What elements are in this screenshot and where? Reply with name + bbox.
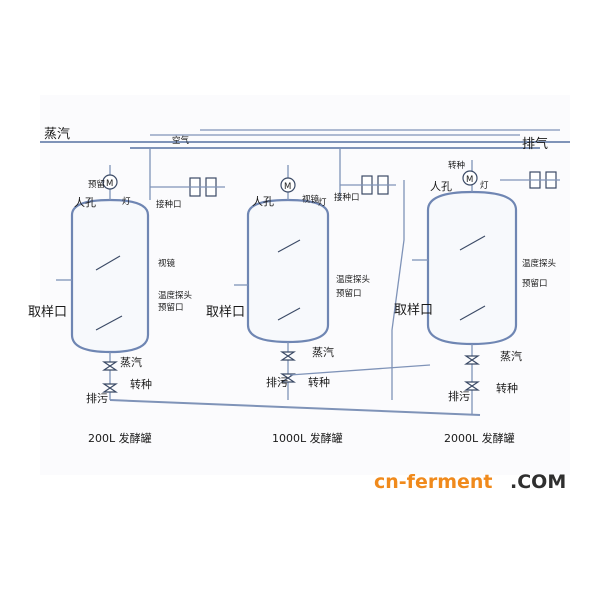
svg-text:M: M — [284, 182, 291, 192]
transfer-label: 转种 — [130, 377, 152, 391]
tank-200l-group: M — [56, 148, 225, 400]
site-logo: cn-ferment .COM — [374, 471, 566, 493]
manhole-label: 人孔 — [252, 195, 274, 208]
inoculation-port-label: 接种口 — [156, 199, 182, 210]
drain-label: 排污 — [266, 375, 288, 389]
steam-main-label: 蒸汽 — [44, 127, 70, 142]
lamp-label: 灯 — [480, 180, 489, 191]
valve-icon — [464, 355, 480, 365]
bottom-collector-pipe — [109, 399, 481, 416]
logo-prefix: cn-ferment — [374, 471, 493, 493]
lamp-label: 灯 — [318, 197, 327, 208]
manhole-label: 人孔 — [74, 196, 96, 209]
agitator-mark — [459, 235, 486, 251]
temp-probe-label: 温度探头 — [336, 274, 371, 285]
valve-icon — [280, 351, 296, 361]
agitator-mark — [459, 305, 486, 321]
tank-name-label: 2000L 发酵罐 — [444, 431, 515, 445]
tank-200l — [70, 198, 150, 354]
lamp-label: 灯 — [122, 196, 131, 207]
sight-glass-small-label: 视镜 — [302, 194, 320, 205]
logo-suffix: .COM — [510, 471, 566, 493]
transfer-label: 转种 — [496, 381, 518, 395]
valve-icon — [280, 373, 296, 383]
reserve-port-label: 预留口 — [158, 302, 184, 313]
tank-name-label: 1000L 发酵罐 — [272, 431, 343, 445]
reserve-label: 预留 — [88, 179, 105, 190]
header-pipes — [40, 129, 570, 149]
tank-1000l-group: M — [234, 148, 396, 400]
reserve-port-label: 预留口 — [522, 278, 548, 289]
exhaust-label: 排气 — [522, 136, 548, 152]
valve-icon — [102, 383, 118, 393]
sampling-port-label: 取样口 — [28, 305, 67, 320]
inoculation-port-label: 接种口 — [334, 192, 360, 203]
sampling-port-label: 取样口 — [206, 305, 245, 320]
valve-icon — [464, 381, 480, 391]
transfer-top-label: 转种 — [448, 160, 465, 171]
drain-label: 排污 — [448, 389, 470, 403]
transfer-pipe — [391, 180, 405, 400]
svg-text:M: M — [466, 175, 473, 185]
valve-icon — [102, 361, 118, 371]
transfer-link-pipe — [289, 364, 431, 376]
steam-label: 蒸汽 — [120, 355, 142, 369]
steam-label: 蒸汽 — [500, 349, 522, 363]
svg-text:M: M — [106, 179, 113, 189]
manhole-label: 人孔 — [430, 180, 452, 193]
temp-probe-label: 温度探头 — [158, 290, 193, 301]
tank-name-label: 200L 发酵罐 — [88, 431, 152, 445]
air-label: 空气 — [172, 135, 190, 146]
agitator-mark — [95, 255, 121, 271]
agitator-mark — [277, 239, 301, 253]
temp-probe-label: 温度探头 — [522, 258, 557, 269]
drain-label: 排污 — [86, 391, 108, 405]
agitator-mark — [277, 307, 301, 321]
steam-label: 蒸汽 — [312, 345, 334, 359]
sampling-port-label: 取样口 — [394, 303, 433, 318]
sight-glass-label: 视镜 — [158, 258, 176, 269]
tank-2000l — [426, 190, 518, 346]
tank-1000l — [246, 198, 330, 344]
agitator-mark — [95, 315, 123, 331]
reserve-port-label: 预留口 — [336, 288, 362, 299]
motor-icon — [280, 177, 296, 193]
motor-icon — [462, 170, 478, 186]
transfer-label: 转种 — [308, 375, 330, 389]
tank-2000l-group: M — [391, 160, 560, 415]
motor-icon — [102, 174, 118, 190]
